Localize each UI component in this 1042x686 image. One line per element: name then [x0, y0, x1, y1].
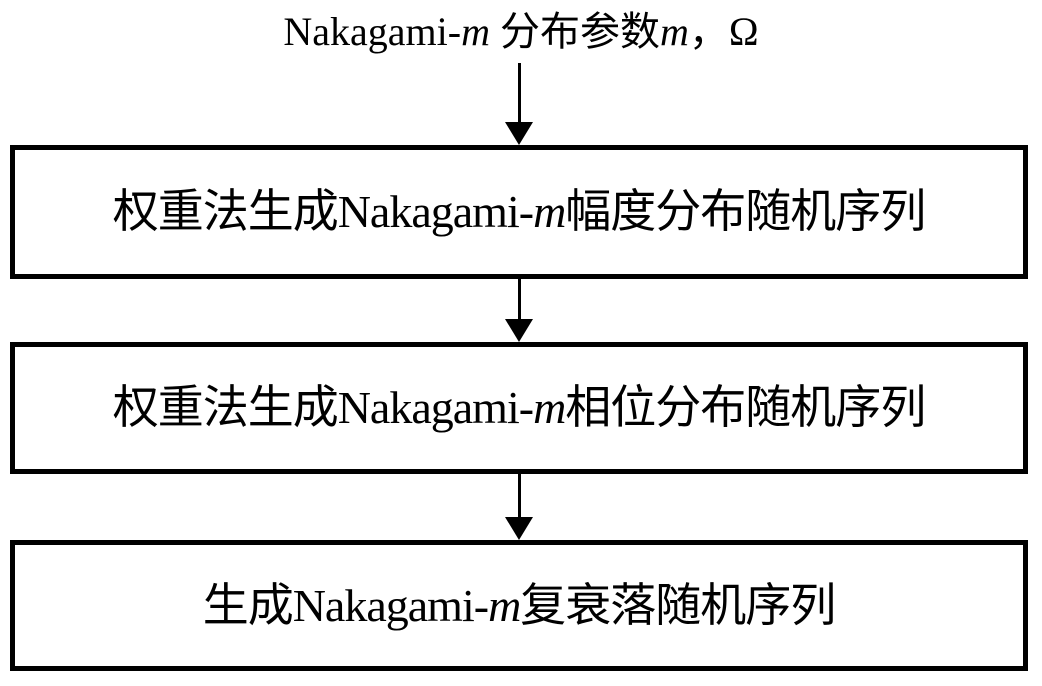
arrow-shaft [518, 474, 521, 518]
box1-segment-suffix: 幅度分布随机序列 [565, 186, 926, 237]
box2-segment-suffix: 相位分布随机序列 [565, 382, 926, 433]
box3-segment-m: m [488, 579, 521, 631]
box2-segment-prefix: 权重法生成Nakagami- [112, 382, 534, 433]
box2-segment-m: m [533, 382, 566, 433]
arrow-box2-to-box3 [504, 474, 534, 540]
process-box-amplitude: 权重法生成Nakagami-m幅度分布随机序列 [10, 145, 1028, 279]
process-box-complex-fading: 生成Nakagami-m复衰落随机序列 [10, 540, 1028, 671]
title-segment-suffix: ，Ω [688, 9, 759, 54]
arrow-shaft [518, 63, 521, 123]
arrow-head-icon [505, 122, 533, 145]
arrow-title-to-box1 [504, 63, 534, 145]
arrow-head-icon [505, 517, 533, 540]
process-box-complex-fading-label: 生成Nakagami-m复衰落随机序列 [202, 579, 837, 632]
arrow-head-icon [505, 319, 533, 342]
diagram-title: Nakagami-m 分布参数m，Ω [0, 8, 1042, 56]
arrow-box1-to-box2 [504, 279, 534, 342]
process-box-phase: 权重法生成Nakagami-m相位分布随机序列 [10, 342, 1028, 474]
process-box-amplitude-label: 权重法生成Nakagami-m幅度分布随机序列 [112, 186, 927, 238]
title-segment-m1: m [461, 9, 490, 54]
process-box-phase-label: 权重法生成Nakagami-m相位分布随机序列 [112, 382, 927, 434]
box1-segment-prefix: 权重法生成Nakagami- [112, 186, 534, 237]
box3-segment-prefix: 生成Nakagami- [202, 579, 489, 631]
title-segment-prefix: Nakagami- [283, 9, 462, 54]
box3-segment-suffix: 复衰落随机序列 [520, 579, 836, 631]
box1-segment-m: m [533, 186, 566, 237]
title-segment-m2: m [659, 9, 689, 54]
arrow-shaft [518, 279, 521, 320]
title-segment-middle: 分布参数 [489, 9, 660, 54]
